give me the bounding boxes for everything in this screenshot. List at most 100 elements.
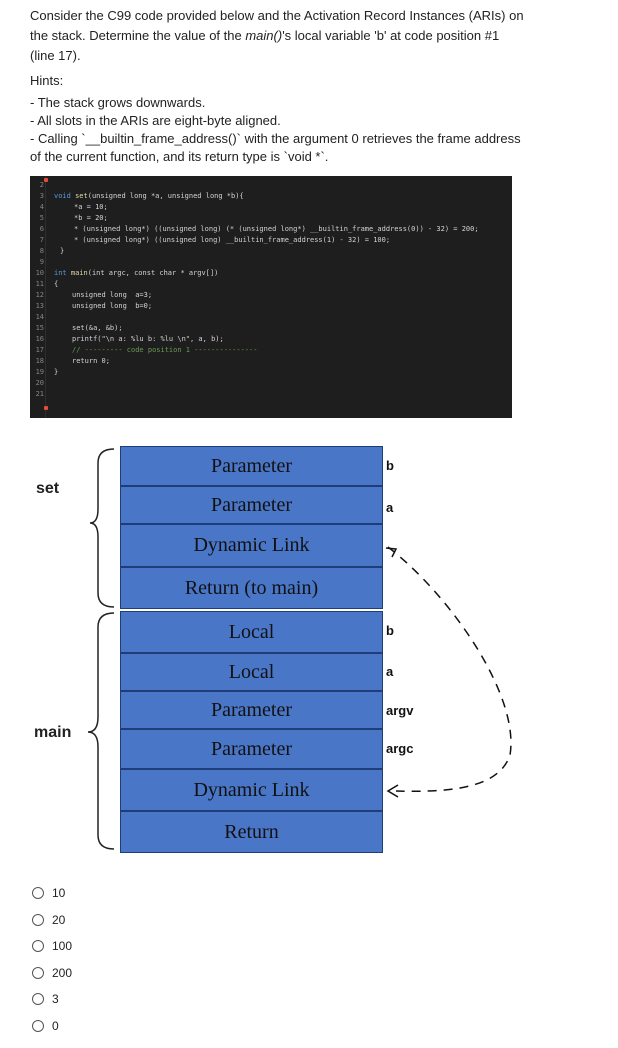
- slot-label-b: b: [386, 623, 394, 638]
- stack-slot-return: Return: [120, 811, 383, 853]
- gutter-divider: [45, 176, 46, 418]
- line-number: 6: [39, 225, 44, 233]
- line-number: 16: [35, 335, 44, 343]
- line-number: 4: [39, 203, 44, 211]
- answer-options: 10 20 100 200 3 0: [32, 880, 72, 1039]
- question-line: Consider the C99 code provided below and…: [30, 8, 524, 23]
- radio-button[interactable]: [32, 993, 44, 1006]
- question-text: Consider the C99 code provided below and…: [30, 6, 590, 66]
- question-emphasis: main(): [245, 28, 283, 43]
- stack-slot-return: Return (to main): [120, 567, 383, 609]
- code-line: return 0;: [72, 357, 110, 365]
- radio-button[interactable]: [32, 913, 44, 926]
- answer-option[interactable]: 20: [32, 907, 72, 934]
- set-brace: [89, 448, 115, 608]
- line-number: 18: [35, 357, 44, 365]
- main-frame-label: main: [34, 724, 72, 741]
- line-number: 8: [39, 247, 44, 255]
- code-line: {: [54, 280, 59, 288]
- answer-option-label: 200: [52, 965, 73, 980]
- radio-button[interactable]: [32, 887, 44, 900]
- radio-button[interactable]: [32, 1019, 44, 1032]
- hint-item: of the current function, and its return …: [30, 149, 329, 164]
- arrow-tail-mark: [385, 547, 398, 558]
- hint-item: - Calling `__builtin_frame_address()` wi…: [30, 131, 521, 146]
- line-number: 19: [35, 368, 44, 376]
- radio-button[interactable]: [32, 966, 44, 979]
- code-line: int main(int argc, const char * argv[]): [54, 268, 218, 278]
- slot-label-argc: argc: [386, 741, 414, 756]
- line-number: 13: [35, 302, 44, 310]
- code-line: }: [60, 247, 65, 255]
- answer-option[interactable]: 200: [32, 960, 72, 987]
- code-keyword: void: [54, 192, 71, 200]
- answer-option[interactable]: 0: [32, 1013, 72, 1040]
- code-keyword: int: [54, 269, 67, 277]
- stack-slot-local: Local: [120, 611, 383, 653]
- stack-slot-parameter: Parameter: [120, 729, 383, 769]
- code-line: *a = 10;: [74, 203, 108, 211]
- question-text-part: the stack. Determine the value of the: [30, 28, 246, 43]
- stack-slot-parameter: Parameter: [120, 691, 383, 729]
- line-number: 21: [35, 390, 44, 398]
- line-number: 20: [35, 379, 44, 387]
- code-comment: // --------- code position 1 -----------…: [72, 346, 258, 354]
- hints-title: Hints:: [30, 73, 64, 88]
- diagram-brackets: [87, 448, 512, 850]
- line-number: 14: [35, 313, 44, 321]
- code-text: (unsigned long *a, unsigned long *b){: [87, 192, 244, 200]
- main-brace: [87, 612, 115, 850]
- line-number: 3: [39, 192, 44, 200]
- code-function: main: [70, 269, 88, 277]
- code-line: void set(unsigned long *a, unsigned long…: [54, 191, 244, 201]
- code-line: printf("\n a: %lu b: %lu \n", a, b);: [72, 335, 224, 343]
- slot-label-a: a: [386, 500, 394, 515]
- arrow-head: [386, 784, 399, 798]
- breakpoint-marker: [44, 406, 48, 410]
- code-line: * (unsigned long*) ((unsigned long) (* (…: [74, 225, 479, 233]
- question-line: the stack. Determine the value of the ma…: [30, 26, 590, 46]
- line-number: 12: [35, 291, 44, 299]
- set-frame-label: set: [36, 480, 60, 497]
- line-number: 10: [35, 269, 44, 277]
- code-line: *b = 20;: [74, 214, 108, 222]
- stack-diagram: set main Parameter Parameter Dynamic Lin…: [0, 435, 618, 865]
- dynamic-link-arrow: [387, 546, 512, 793]
- answer-option-label: 3: [52, 992, 59, 1007]
- stack-slot-dynamic-link: Dynamic Link: [120, 769, 383, 811]
- code-line: * (unsigned long*) ((unsigned long) __bu…: [74, 236, 391, 244]
- answer-option-label: 0: [52, 1018, 59, 1033]
- line-number: 7: [39, 236, 44, 244]
- line-number: 15: [35, 324, 44, 332]
- answer-option[interactable]: 10: [32, 880, 72, 907]
- line-number: 2: [39, 181, 44, 189]
- slot-label-a: a: [386, 664, 394, 679]
- code-panel: 2 3 4 5 6 7 8 9 10 11 12 13 14 15 16 17 …: [30, 176, 512, 418]
- answer-option[interactable]: 100: [32, 933, 72, 960]
- hint-item: - The stack grows downwards.: [30, 95, 206, 110]
- hints-block: Hints: - The stack grows downwards. - Al…: [30, 72, 590, 166]
- slot-label-argv: argv: [386, 703, 414, 718]
- stack-slot-parameter: Parameter: [120, 486, 383, 524]
- code-text: (int argc, const char * argv[]): [87, 269, 219, 277]
- line-number: 11: [35, 280, 44, 288]
- answer-option-label: 100: [52, 939, 73, 954]
- line-number: 5: [39, 214, 44, 222]
- stack-slot-dynamic-link: Dynamic Link: [120, 524, 383, 567]
- answer-option-label: 10: [52, 886, 66, 901]
- code-line: }: [54, 368, 59, 376]
- radio-button[interactable]: [32, 940, 44, 953]
- line-number: 17: [35, 346, 44, 354]
- stack-slot-local: Local: [120, 653, 383, 691]
- stack-slot-parameter: Parameter: [120, 446, 383, 486]
- hint-item: - All slots in the ARIs are eight-byte a…: [30, 113, 281, 128]
- code-line: unsigned long b=0;: [72, 302, 153, 310]
- breakpoint-marker: [44, 178, 48, 182]
- question-text-part: 's local variable 'b' at code position #…: [282, 28, 500, 43]
- answer-option-label: 20: [52, 912, 66, 927]
- question-line: (line 17).: [30, 48, 81, 63]
- answer-option[interactable]: 3: [32, 986, 72, 1013]
- slot-label-b: b: [386, 458, 394, 473]
- code-line: set(&a, &b);: [72, 324, 123, 332]
- code-function: set: [75, 192, 88, 200]
